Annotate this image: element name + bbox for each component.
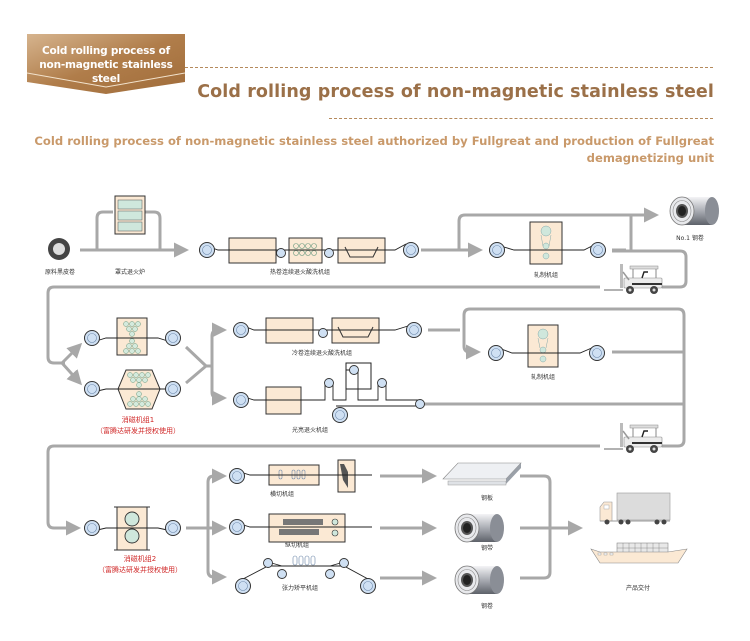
label-strip: 钢带 <box>481 544 493 552</box>
slitting-line <box>229 513 372 543</box>
flow-line <box>46 285 600 365</box>
flow-line <box>462 307 686 448</box>
label-bright-annealing: 光亮退火机组 <box>292 426 328 434</box>
flow-arrow <box>60 342 83 365</box>
label-cross-cut: 横切机组 <box>270 490 294 498</box>
bell-furnace-icon <box>114 195 146 235</box>
label-coil: 钢卷 <box>481 602 493 610</box>
label-tension-leveling: 张力矫平机组 <box>282 584 318 592</box>
page-subtitle: Cold rolling process of non-magnetic sta… <box>34 134 714 165</box>
badge-line-2: non-magnetic stainless steel <box>39 59 173 85</box>
label-delivery: 产品交付 <box>626 584 650 592</box>
label-rolling-mill-1: 轧制机组 <box>534 271 558 279</box>
label-demag-unit-2: 消磁机组2 <box>124 554 156 563</box>
label-cold-line: 冷卷连续退火酸洗机组 <box>292 349 352 357</box>
rolling-mill-2 <box>488 324 605 368</box>
steel-coil-icon <box>454 565 505 595</box>
steel-coil-icon <box>669 196 720 226</box>
cross-cutting-line <box>229 459 372 493</box>
demagnetizing-unit-2 <box>84 506 181 551</box>
badge-line-1: Cold rolling process of <box>41 45 171 57</box>
hot-annealing-pickling-line <box>199 237 419 264</box>
demagnetizing-unit-1 <box>84 317 181 410</box>
forklift-icon <box>603 263 663 295</box>
label-demag-unit-2-note: （富腾达研发并授权使用） <box>98 565 182 574</box>
bright-annealing-line <box>233 362 425 423</box>
steel-strip-icon <box>454 513 505 543</box>
label-slitting: 纵切机组 <box>285 541 309 549</box>
steel-plate-icon <box>442 462 522 486</box>
forklift-icon <box>603 422 663 454</box>
label-raw-coil: 原料黑皮卷 <box>45 268 75 276</box>
flow-arrow <box>206 528 227 585</box>
label-plate: 钢板 <box>481 494 493 502</box>
flow-arrow <box>46 444 600 536</box>
section-badge <box>27 34 185 94</box>
flow-line <box>145 210 162 250</box>
label-no1-coil: No.1 钢卷 <box>676 234 704 242</box>
label-demag-unit-1: 消磁机组1 <box>122 415 154 424</box>
ship-icon <box>590 542 688 564</box>
flow-line <box>95 210 113 250</box>
divider-top <box>185 67 713 68</box>
label-rolling-mill-2: 轧制机组 <box>531 373 555 381</box>
section-badge-label: Cold rolling process of non-magnetic sta… <box>27 44 185 86</box>
flow-arrow <box>210 366 227 406</box>
raw-coil-icon <box>48 238 70 260</box>
truck-icon <box>599 492 671 525</box>
label-demag-unit-1-note: （富腾达研发并授权使用） <box>96 426 180 435</box>
flow-lines <box>46 207 688 586</box>
rolling-mill-1 <box>489 221 606 265</box>
cold-annealing-pickling-line <box>233 317 422 344</box>
flow-arrow <box>60 361 83 386</box>
label-bell-furnace: 罩式退火炉 <box>115 268 145 276</box>
flow-arrow <box>206 322 227 368</box>
tension-leveling-line <box>235 555 376 594</box>
page-title: Cold rolling process of non-magnetic sta… <box>197 82 714 102</box>
flow-line <box>612 249 688 289</box>
flow-arrow <box>462 330 481 360</box>
flow-arrow <box>206 468 227 528</box>
flow-arrow <box>457 207 659 250</box>
divider-bottom <box>329 118 713 119</box>
label-hot-line: 热卷连续退火酸洗机组 <box>270 268 330 276</box>
flow-line <box>184 345 208 385</box>
